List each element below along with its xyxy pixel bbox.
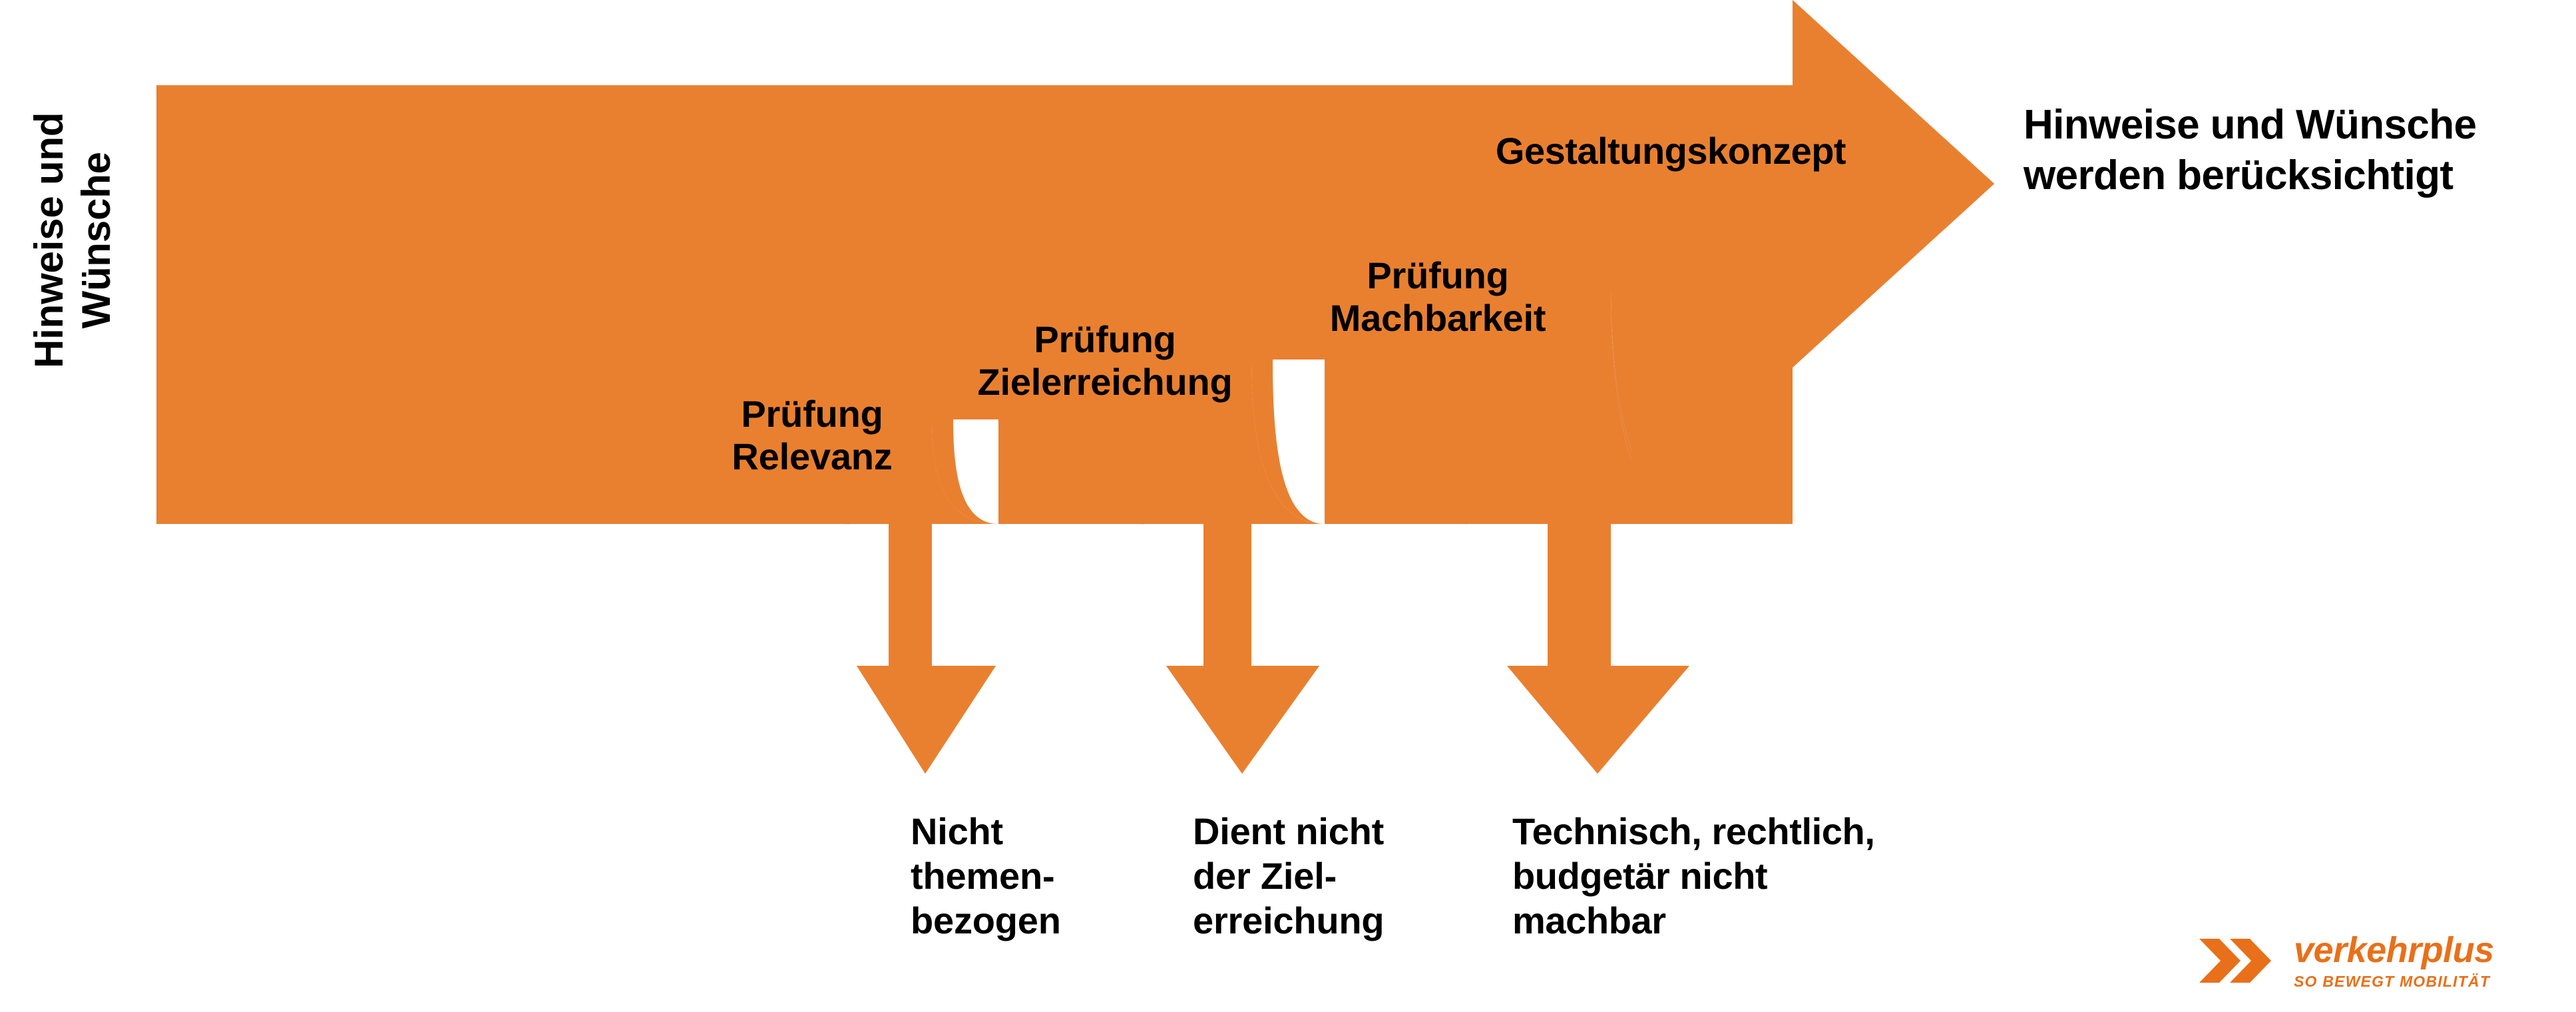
band-right-segment [1632, 85, 1793, 524]
stage-label-relevanz: Prüfung Relevanz [732, 393, 893, 477]
logo-text-block: verkehrplus SO BEWEGT MOBILITÄT [2294, 932, 2494, 989]
rejection-label-nicht-themenbezogen: Nicht themen- bezogen [911, 810, 1061, 942]
double-chevron-icon [2199, 939, 2271, 983]
stage-label-gestaltungskonzept: Gestaltungskonzept [1495, 130, 1846, 172]
fillet-round-1 [837, 524, 889, 619]
rejection-label-nicht-machbar: Technisch, rechtlich, budgetär nicht mac… [1512, 810, 1875, 942]
reject-shaft-2 [1166, 524, 1319, 774]
verkehrplus-logo: verkehrplus SO BEWEGT MOBILITÄT [2197, 924, 2569, 997]
funnel-head [1793, 0, 1994, 368]
outcome-label: Hinweise und Wünsche werden berücksichti… [2024, 102, 2477, 198]
rejection-label-dient-nicht-der-zielerreichung: Dient nicht der Ziel- erreichung [1193, 810, 1385, 942]
reject-shaft-3 [1507, 524, 1689, 774]
fillet-round-2 [1132, 524, 1203, 659]
band-notch-fill-1 [932, 419, 998, 524]
band-notch-fill-2 [1251, 360, 1325, 524]
vertical-input-label: Hinweise und Wünsche [27, 112, 118, 368]
reject-shaft-1 [857, 524, 996, 774]
stage-label-machbarkeit: Prüfung Machbarkeit [1329, 254, 1546, 339]
fillet-round-3 [1452, 524, 1548, 662]
logo-wordmark: verkehrplus [2294, 930, 2494, 970]
band-right-curve [1611, 288, 1704, 524]
stage-label-zielerreichung: Prüfung Zielerreichung [977, 318, 1233, 403]
fillet-3 [1251, 524, 1548, 646]
logo-tagline: SO BEWEGT MOBILITÄT [2294, 973, 2490, 990]
